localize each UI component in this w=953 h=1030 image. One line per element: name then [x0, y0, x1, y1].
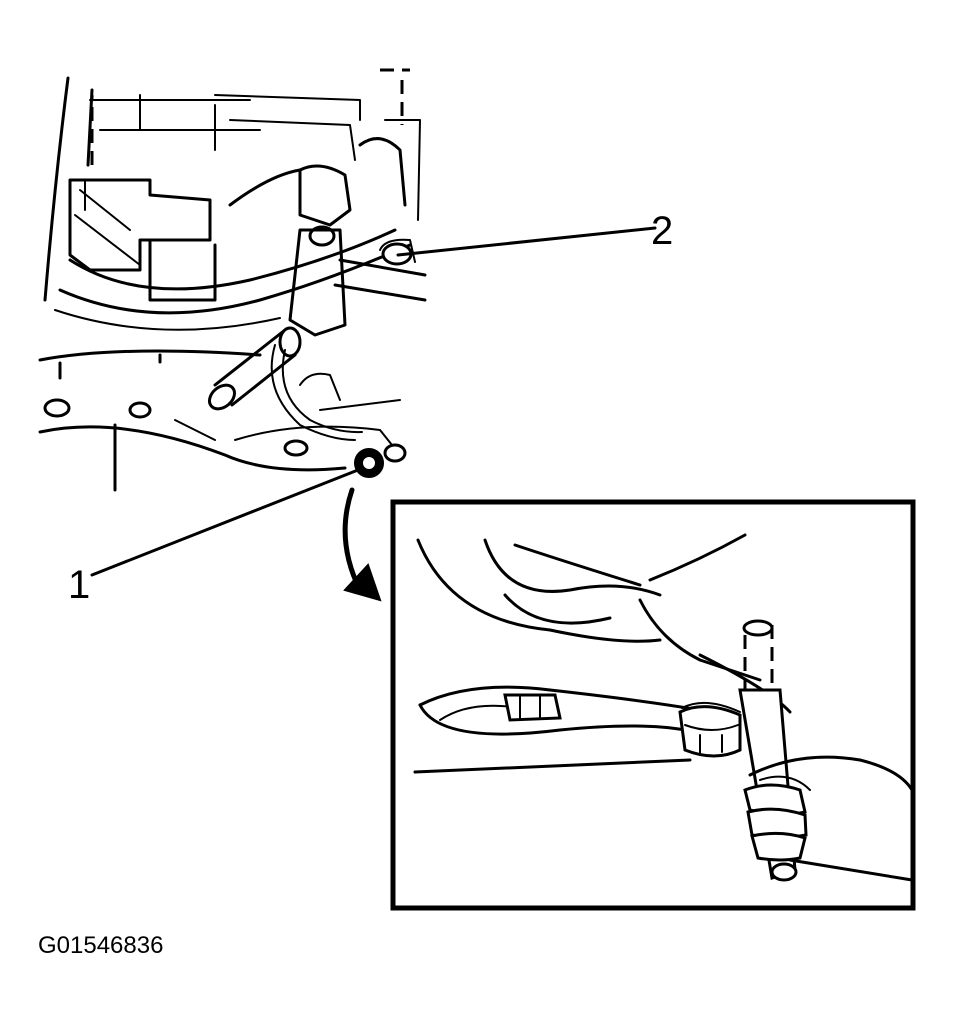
callout-1-leader: [90, 468, 360, 577]
callout-2: 2: [651, 209, 673, 253]
detail-inset: [390, 499, 916, 911]
hand: [743, 755, 914, 882]
detail-frame: [390, 499, 916, 911]
undercarriage-assembly: [38, 68, 427, 492]
figure-id: G01546836: [38, 932, 163, 959]
detail-nut: [678, 701, 742, 758]
detail-arrow: [342, 487, 382, 602]
callout-1: 1: [68, 563, 90, 607]
callout-2-leader: [396, 226, 657, 257]
